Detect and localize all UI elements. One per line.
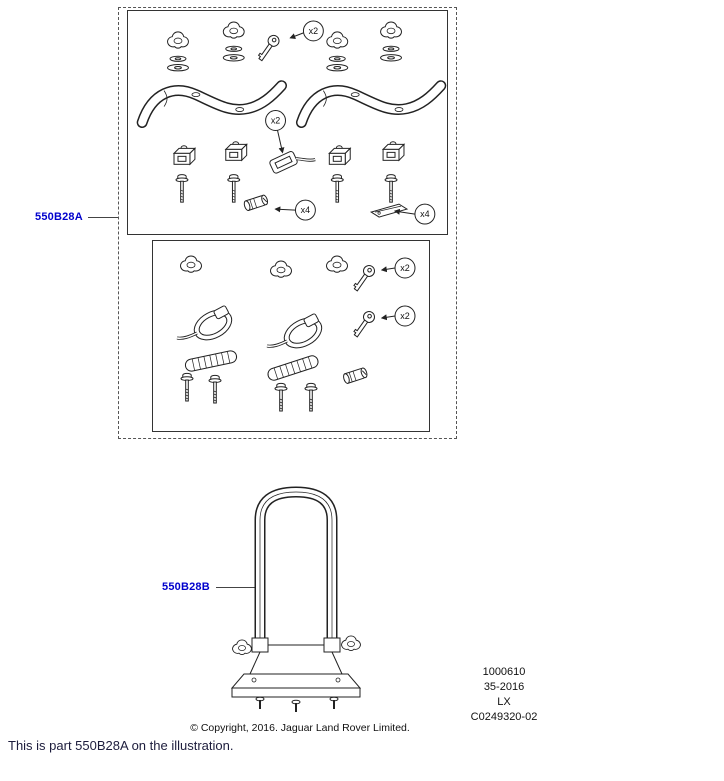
kayak-saddle-drawing [142, 86, 281, 123]
callout-x2-key2: x2 [380, 305, 416, 327]
bolt-drawing [304, 382, 318, 412]
hardware-kit-bottom-diagram: x2 x2 [175, 255, 416, 412]
wing-knob-drawing [167, 31, 189, 49]
bolt-drawing [384, 174, 398, 203]
wing-knob-drawing [326, 31, 349, 49]
u-tube-drawing [254, 486, 338, 646]
callout-x4-lock: x4 [274, 199, 316, 221]
clamp-bracket-drawing [225, 141, 248, 161]
copyright-notice: © Copyright, 2016. Jaguar Land Rover Lim… [190, 722, 410, 734]
kit-550B28A-outline [118, 7, 457, 439]
bolt-drawing [175, 174, 189, 203]
washer-stack-drawing [167, 55, 189, 72]
wing-knob-drawing [222, 21, 245, 39]
rubber-pad-drawing [183, 349, 239, 373]
strap-loop-drawing [175, 302, 239, 348]
wing-knob-drawing [232, 639, 252, 656]
washer-stack-drawing [222, 45, 245, 62]
strap-loop-drawing [265, 310, 329, 356]
bolt-drawing [180, 372, 194, 402]
hardware-kit-top-diagram: x2 x2 [128, 20, 447, 225]
callout-x2-label: x2 [309, 26, 318, 36]
wing-knob-drawing [380, 21, 402, 39]
bolt-drawing [330, 174, 344, 203]
base-bolts-drawing [255, 696, 339, 712]
wing-knob-drawing [326, 255, 348, 273]
leader-line-550B28B [216, 587, 255, 588]
key-drawing [350, 308, 378, 340]
clamp-bracket-drawing [173, 145, 196, 165]
washer-stack-drawing [380, 45, 402, 62]
key-drawing [350, 262, 378, 294]
washer-stack-drawing [326, 55, 349, 72]
kayak-saddle-drawing [301, 86, 440, 123]
leader-line-550B28A [88, 217, 118, 218]
drawing-reference-block: 1000610 35-2016 LX C0249320-02 [445, 665, 563, 725]
bolt-drawing [274, 382, 288, 412]
callout-x2-key1: x2 [380, 257, 416, 279]
wing-knob-drawing [180, 255, 202, 273]
part-number-550B28A[interactable]: 550B28A [35, 211, 83, 223]
mounting-plate-drawing [369, 203, 409, 218]
lock-barrel-drawing [242, 193, 270, 212]
rubber-pad-drawing [265, 353, 321, 383]
wing-knob-drawing [341, 635, 361, 652]
model-code: LX [497, 696, 511, 708]
bolt-drawing [227, 174, 241, 203]
callout-x2-label: x2 [400, 263, 410, 273]
strap-buckle-drawing [269, 151, 316, 174]
callout-x2-label: x2 [400, 311, 410, 321]
wing-knob-drawing [270, 260, 292, 278]
hardware-kit-box-2: x2 x2 [152, 240, 430, 432]
bolt-drawing [208, 374, 222, 404]
base-plate-drawing [230, 651, 362, 698]
callout-x2-keys: x2 [289, 20, 324, 42]
tube-clamp-drawing [251, 637, 341, 653]
clamp-bracket-drawing [328, 145, 351, 165]
key-drawing [255, 32, 282, 64]
drawing-number: 1000610 [482, 666, 526, 678]
lock-barrel-drawing [342, 366, 369, 385]
callout-x4-plate: x4 [393, 203, 436, 225]
issue-date: 35-2016 [483, 681, 525, 693]
callout-x2-label: x2 [271, 115, 280, 125]
callout-x2-buckle: x2 [265, 110, 287, 154]
u-frame-carrier-diagram [230, 486, 362, 712]
illustration-code: C0249320-02 [470, 711, 538, 723]
callout-x4-label: x4 [420, 209, 429, 219]
clamp-bracket-drawing [382, 141, 405, 161]
part-number-550B28B[interactable]: 550B28B [162, 581, 210, 593]
illustration-note: This is part 550B28A on the illustration… [8, 738, 234, 753]
callout-x4-label: x4 [301, 205, 310, 215]
hardware-kit-box-1: x2 x2 [127, 10, 448, 235]
